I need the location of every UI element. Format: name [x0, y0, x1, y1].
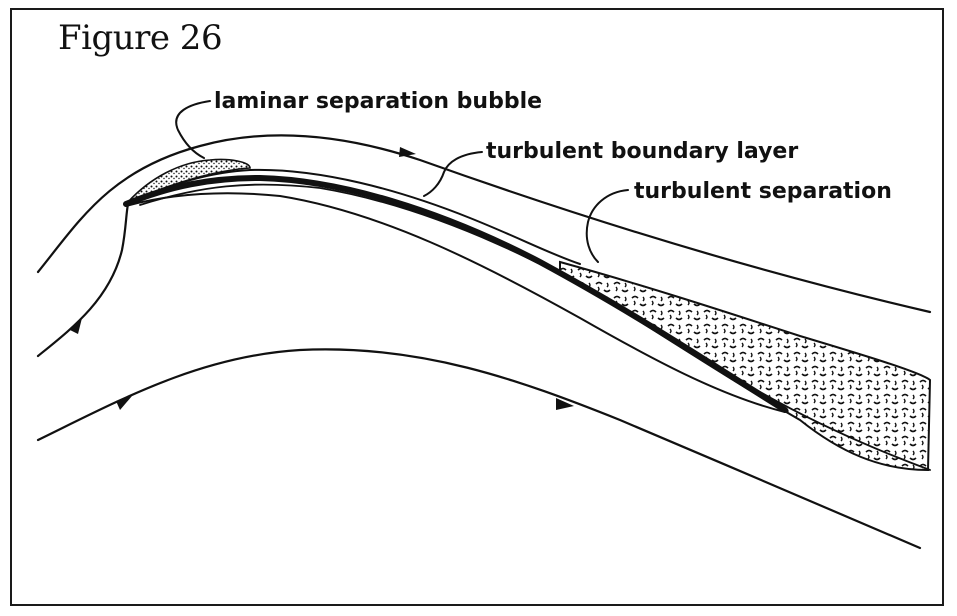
label-turbulent-boundary-layer: turbulent boundary layer — [486, 139, 798, 164]
arrow-upper-streamline — [399, 147, 416, 157]
leading-edge-streamline — [38, 204, 128, 356]
leader-laminar-bubble — [176, 101, 210, 158]
leader-turbulent-separation — [587, 190, 628, 262]
label-turbulent-separation: turbulent separation — [634, 179, 892, 204]
turbulent-separation-region — [560, 262, 930, 470]
leader-turbulent-boundary-layer — [424, 152, 482, 196]
label-laminar-separation-bubble: laminar separation bubble — [214, 89, 542, 114]
